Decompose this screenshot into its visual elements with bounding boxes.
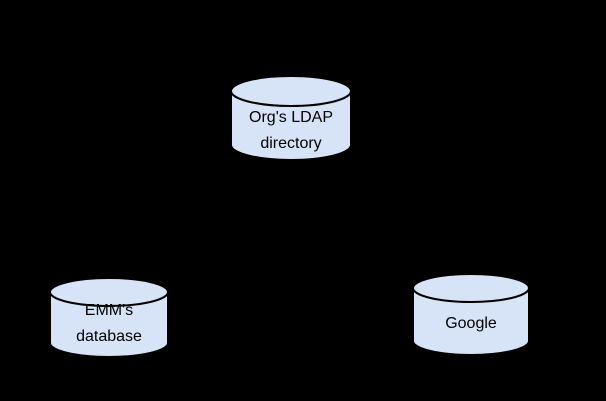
node-label: Org's LDAP directory xyxy=(230,105,352,157)
node-emms-database: EMM's database xyxy=(49,277,169,359)
node-orgs-ldap-directory: Org's LDAP directory xyxy=(230,75,352,161)
cylinder-top xyxy=(230,75,352,107)
node-google: Google xyxy=(412,273,530,357)
database-cylinder-icon xyxy=(412,273,530,356)
node-label: Google xyxy=(412,311,530,337)
cylinder-top xyxy=(49,277,169,307)
node-label-line: directory xyxy=(260,135,322,152)
cylinder-top xyxy=(412,273,530,303)
node-label-line: Org's LDAP xyxy=(249,109,333,126)
database-cylinder-icon xyxy=(49,277,169,358)
database-cylinder-icon xyxy=(230,75,352,161)
node-label-line: database xyxy=(76,328,142,345)
node-label-line: EMM's xyxy=(84,302,134,319)
node-label: EMM's database xyxy=(49,298,169,350)
node-label-line: Google xyxy=(445,315,497,332)
